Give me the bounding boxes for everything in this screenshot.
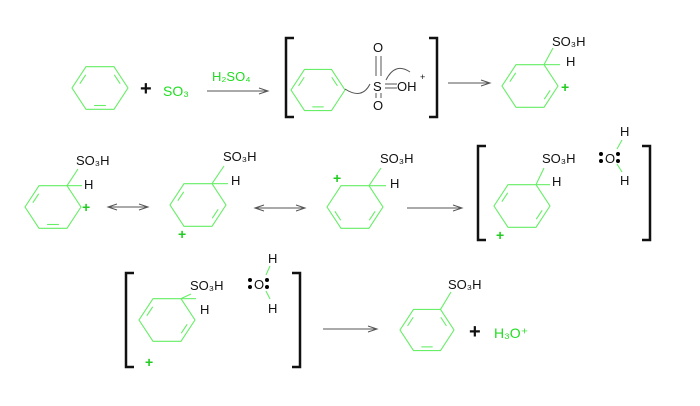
carbocation-charge: + — [178, 226, 186, 242]
lone-pair-dot — [599, 159, 603, 163]
arrow-head — [367, 325, 379, 333]
c-s-bond — [440, 291, 452, 310]
water-oxygen: O — [254, 277, 264, 292]
carbocation-charge: + — [145, 354, 153, 370]
hydrogen-label: H — [84, 177, 93, 192]
product-sulfonic-group: SO₃H — [448, 277, 481, 292]
reagent-so3: SO₃ — [163, 83, 189, 99]
left-bracket — [124, 271, 134, 369]
arrow-head — [106, 203, 118, 211]
arrow-head — [452, 204, 464, 212]
curved-arrow — [385, 67, 411, 81]
plus-sign: + — [140, 78, 152, 100]
oxygen-top: O — [373, 40, 383, 55]
c-s-bond — [535, 167, 545, 185]
double-bond — [368, 210, 376, 221]
double-bond — [211, 208, 219, 219]
curved-arrow — [344, 83, 371, 94]
catalyst-h2so4: H₂SO₄ — [212, 69, 251, 84]
benzene-ring — [326, 185, 384, 229]
sulfonic-group-label: SO₃H — [190, 278, 223, 293]
lone-pair-dot — [599, 152, 603, 156]
hydronium-ion: H₃O⁺ — [494, 325, 528, 341]
double-bond — [146, 306, 154, 317]
double-bond — [177, 191, 185, 202]
double-bond — [331, 76, 338, 87]
benzene-ring — [501, 64, 559, 108]
benzene-ring — [24, 185, 82, 229]
double-bond — [334, 210, 342, 221]
carbocation-charge: + — [496, 227, 504, 243]
lone-pair-dot — [248, 278, 252, 282]
benzene-ring — [493, 184, 551, 228]
lone-pair-dot — [616, 159, 620, 163]
o-h-bond — [265, 265, 271, 276]
ring-layer — [24, 47, 560, 352]
oxygen-bottom: O — [373, 98, 383, 113]
sulfur-atom: S — [373, 79, 382, 94]
double-bond — [180, 323, 188, 334]
c-s-bond — [543, 47, 554, 65]
lone-pair-dot — [616, 152, 620, 156]
c-s-bond — [211, 165, 225, 184]
lone-pair-dot — [265, 278, 269, 282]
hydrogen-label: H — [566, 54, 575, 69]
water-hydrogen: H — [620, 173, 629, 188]
sulfonic-group-label: SO₃H — [223, 149, 256, 164]
right-bracket — [429, 36, 439, 119]
hydrogen-label: H — [231, 173, 240, 188]
benzene-ring — [290, 68, 346, 112]
hydroxyl-oh: OH — [397, 79, 417, 94]
carbocation-charge: + — [82, 199, 90, 215]
left-bracket — [476, 144, 486, 242]
carbocation-charge: + — [333, 170, 341, 186]
double-bond — [407, 316, 414, 327]
o-h-bond — [265, 290, 271, 300]
o-h-bond — [616, 163, 623, 173]
hydrogen-label: H — [552, 174, 561, 189]
lone-pair-dot — [265, 285, 269, 289]
lone-pair-dot — [248, 285, 252, 289]
double-bond — [32, 193, 40, 204]
sulfonic-group-label: SO₃H — [552, 34, 585, 49]
sulfonic-group-label: SO₃H — [542, 151, 575, 166]
positive-charge: + — [420, 72, 425, 82]
c-s-bond — [368, 167, 382, 186]
water-oxygen: O — [605, 151, 615, 166]
double-bond — [440, 316, 447, 327]
sulfonic-group-label: SO₃H — [380, 151, 413, 166]
arrow-head — [295, 204, 307, 212]
right-bracket — [642, 144, 652, 242]
double-bond — [535, 209, 543, 220]
double-bond — [543, 89, 551, 100]
hydrogen-label: H — [390, 176, 399, 191]
arrow-head — [258, 87, 270, 95]
double-bond — [501, 192, 509, 203]
c-s-bond — [180, 293, 192, 300]
carbocation-charge: + — [561, 79, 569, 95]
benzene-ring — [138, 298, 196, 342]
right-bracket — [292, 271, 302, 369]
double-bond — [79, 74, 87, 85]
double-bond — [113, 74, 121, 85]
double-bond — [509, 72, 517, 83]
benzene-ring — [399, 308, 455, 352]
water-hydrogen: H — [268, 301, 277, 316]
water-hydrogen: H — [268, 251, 277, 266]
sulfonic-group-label: SO₃H — [76, 153, 109, 168]
benzene-ring — [71, 66, 129, 110]
hydrogen-label: H — [200, 302, 209, 317]
plus-sign: + — [469, 321, 481, 343]
o-h-bond — [616, 139, 623, 150]
arrow-head — [138, 203, 150, 211]
bond-layer — [106, 36, 652, 369]
benzene-ring — [169, 183, 227, 227]
water-hydrogen: H — [620, 124, 629, 139]
double-bond — [298, 76, 305, 87]
c-s-bond — [66, 168, 79, 186]
arrow-head — [253, 204, 265, 212]
arrow-head — [480, 79, 492, 87]
left-bracket — [284, 36, 294, 119]
